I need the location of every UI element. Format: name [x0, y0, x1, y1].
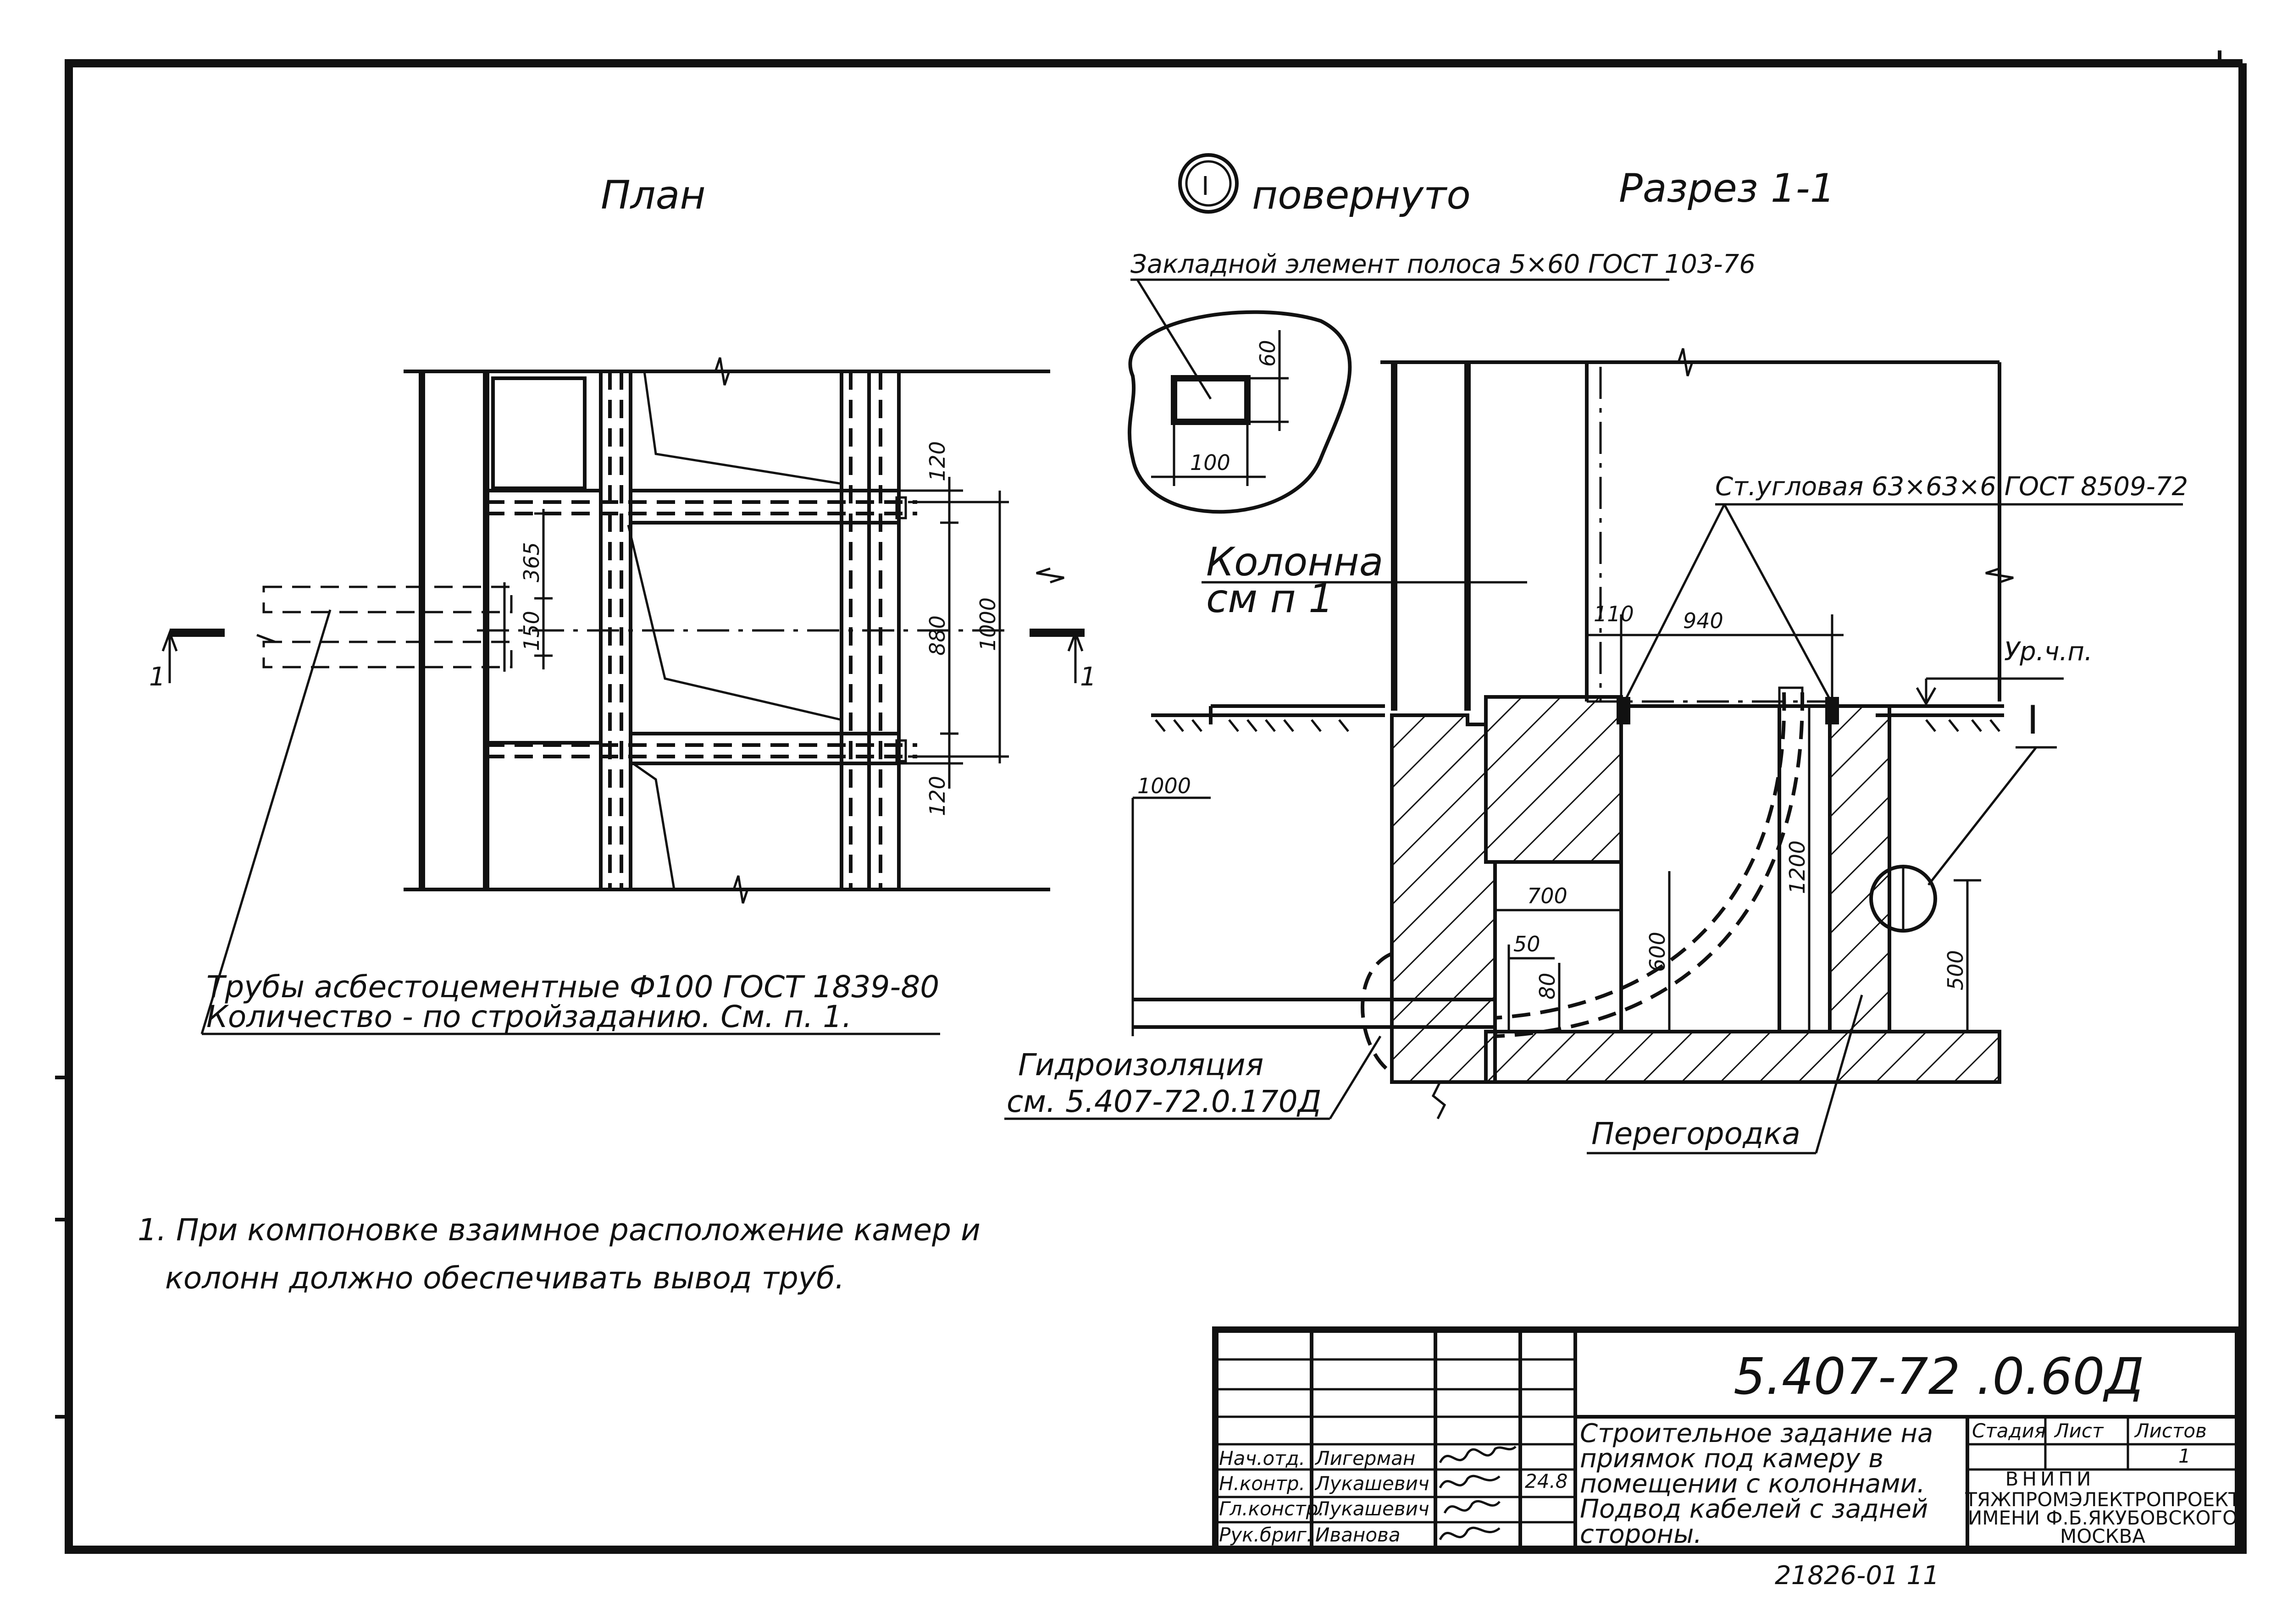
embed-element-label: Закладной элемент полоса 5×60 ГОСТ 103-7… — [1130, 249, 1756, 279]
dim-110: 110 — [1594, 602, 1634, 626]
column-label-line2: см п 1 — [1206, 576, 1334, 622]
signer-role-1: Нач.отд. — [1219, 1447, 1305, 1469]
partition-label: Перегородка — [1591, 1116, 1800, 1151]
sheet-frame — [55, 59, 2247, 1554]
description-line1: Строительное задание на — [1580, 1419, 1933, 1448]
angle-steel-label: Ст.угловая 63×63×6 ГОСТ 8509-72 — [1715, 472, 2188, 502]
waterproofing-line1: Гидроизоляция — [1018, 1047, 1263, 1083]
detail-marker: I повернуто — [1178, 153, 1471, 218]
description-line2: приямок под камеру в — [1580, 1444, 1883, 1474]
embed-element-detail: Закладной элемент полоса 5×60 ГОСТ 103-7… — [1128, 249, 1756, 514]
archive-number: 21826-01 11 — [1775, 1561, 1939, 1591]
pipes-note-line1: Трубы асбестоцементные Ф100 ГОСТ 1839-80 — [206, 969, 939, 1005]
plan-section-mark-left: 1 — [149, 662, 166, 692]
description-line3: помещении с колоннами. — [1580, 1469, 1925, 1499]
signer-name-2: Лукашевич — [1314, 1472, 1429, 1495]
description-line4: Подвод кабелей с задней — [1580, 1494, 1928, 1524]
title-block: 5.407-72 .0.60Д Строительное задание на … — [1212, 1326, 2241, 1553]
org-line2: ТЯЖПРОМЭЛЕКТРОПРОЕКТ — [1965, 1488, 2240, 1511]
dim-940: 940 — [1683, 608, 1723, 633]
dim-150: 150 — [519, 611, 544, 651]
header-sheet: Лист — [2054, 1420, 2104, 1442]
signer-name-4: Иванова — [1315, 1524, 1401, 1546]
header-sheets: Листов — [2134, 1420, 2207, 1442]
dim-1000: 1000 — [975, 597, 1000, 651]
general-notes: 1. При компоновке взаимное расположение … — [138, 1212, 980, 1296]
floor-level-label: Ур.ч.п. — [2004, 637, 2093, 667]
signer-role-3: Гл.констр. — [1219, 1497, 1324, 1520]
dim-880: 880 — [925, 615, 950, 656]
pipes-note-line2: Количество - по стройзаданию. См. п. 1. — [206, 999, 852, 1034]
dim-1200: 1200 — [1785, 840, 1810, 894]
org-line4: МОСКВА — [2060, 1525, 2145, 1547]
note-line1: 1. При компоновке взаимное расположение … — [138, 1212, 980, 1248]
sheets-value: 1 — [2178, 1445, 2191, 1467]
signature-1 — [1439, 1446, 1517, 1464]
signer-name-3: Лукашевич — [1314, 1497, 1429, 1520]
detail-marker-label: повернуто — [1252, 172, 1471, 218]
description-line5: стороны. — [1580, 1519, 1702, 1549]
note-line2: колонн должно обеспечивать вывод труб. — [165, 1260, 845, 1296]
dim-1000-left: 1000 — [1137, 773, 1191, 798]
plan-section-mark-right: 1 — [1080, 662, 1097, 692]
embed-dim-60: 60 — [1255, 340, 1280, 367]
org-line1: ВНИПИ — [2005, 1468, 2095, 1490]
plan-view: План — [149, 172, 1097, 1035]
detail-ref-label: I — [2027, 697, 2038, 743]
signature-3 — [1443, 1500, 1501, 1514]
signer-role-4: Рук.бриг. — [1219, 1524, 1313, 1546]
dim-50: 50 — [1513, 932, 1540, 956]
section-title: Разрез 1-1 — [1619, 166, 1835, 211]
embed-dim-100: 100 — [1190, 450, 1230, 475]
waterproofing-line2: см. 5.407-72.0.170Д — [1007, 1084, 1321, 1119]
header-stage: Стадия — [1972, 1420, 2046, 1442]
dim-80: 80 — [1535, 972, 1560, 1000]
signature-4 — [1439, 1526, 1501, 1541]
dim-120-top: 120 — [925, 441, 950, 481]
dim-365: 365 — [519, 542, 544, 582]
section-view: Разрез 1-1 Колонна см п 1 Ур.ч.п. — [1004, 166, 2188, 1154]
column-label-line1: Колонна — [1206, 539, 1383, 585]
signer-date-2: 24.8 — [1525, 1470, 1568, 1492]
dim-700: 700 — [1527, 884, 1567, 908]
signature-2 — [1439, 1475, 1501, 1489]
detail-marker-symbol: I — [1202, 171, 1209, 201]
plan-title: План — [601, 172, 706, 218]
signer-role-2: Н.контр. — [1219, 1472, 1305, 1495]
dim-500: 500 — [1943, 950, 1968, 990]
dim-600: 600 — [1645, 932, 1670, 972]
signer-name-1: Лигерман — [1314, 1447, 1415, 1469]
dim-120-bot: 120 — [925, 776, 950, 816]
document-code: 5.407-72 .0.60Д — [1734, 1347, 2144, 1406]
org-line3: ИМЕНИ Ф.Б.ЯКУБОВСКОГО — [1968, 1507, 2238, 1529]
